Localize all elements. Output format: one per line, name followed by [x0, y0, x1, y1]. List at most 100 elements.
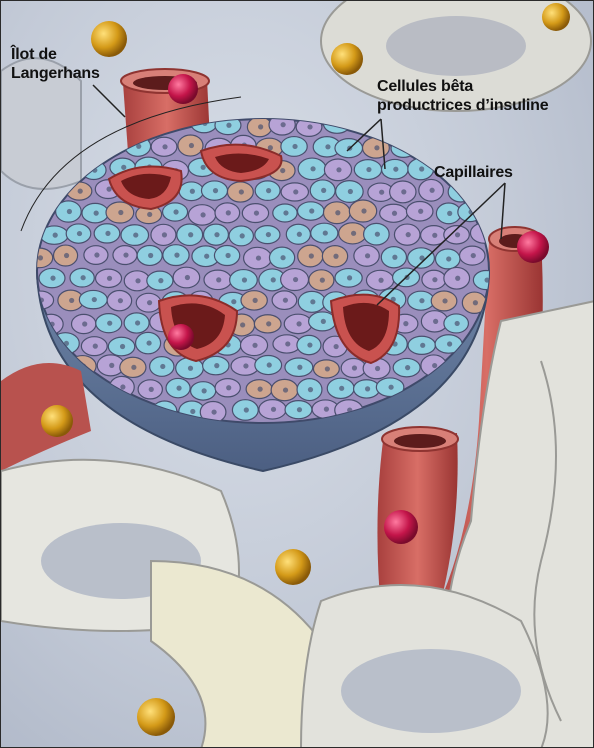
cell-nucleus — [254, 210, 259, 215]
cell-nucleus — [420, 343, 425, 348]
cell-nucleus — [432, 363, 437, 368]
cell-nucleus — [204, 254, 209, 259]
cell-nucleus — [174, 253, 179, 258]
cell-nucleus — [375, 232, 380, 237]
cell-nucleus — [240, 233, 245, 238]
cell-nucleus — [135, 278, 140, 283]
cell-nucleus — [430, 188, 435, 193]
cell-nucleus — [335, 210, 340, 215]
cell-nucleus — [77, 231, 82, 236]
cell-nucleus — [283, 210, 288, 215]
cell-nucleus — [94, 211, 99, 216]
cell-nucleus — [190, 189, 195, 194]
cell-nucleus — [118, 298, 123, 303]
islet-cell — [323, 114, 350, 133]
cell-nucleus — [256, 255, 261, 260]
cell-nucleus — [67, 209, 72, 214]
cell-nucleus — [231, 299, 236, 304]
cell-nucleus — [106, 187, 111, 192]
cell-nucleus — [459, 189, 464, 194]
cell-nucleus — [297, 232, 302, 237]
cell-nucleus — [455, 321, 460, 326]
cell-nucleus — [271, 277, 276, 282]
cell-nucleus — [365, 386, 370, 391]
cell-nucleus — [388, 385, 393, 390]
cell-nucleus — [81, 275, 86, 280]
cell-nucleus — [392, 211, 397, 216]
islet-cell — [391, 139, 416, 157]
cell-nucleus — [271, 407, 276, 412]
cell-nucleus — [401, 189, 406, 194]
cell-nucleus — [455, 232, 460, 237]
cell-nucleus — [297, 407, 302, 412]
cell-nucleus — [283, 387, 288, 392]
cell-nucleus — [188, 366, 193, 371]
cell-nucleus — [351, 231, 356, 236]
cell-nucleus — [280, 168, 285, 173]
cell-nucleus — [93, 344, 98, 349]
cell-nucleus — [307, 342, 312, 347]
cell-nucleus — [226, 210, 231, 215]
cell-nucleus — [442, 298, 447, 303]
cell-nucleus — [105, 231, 110, 236]
cell-nucleus — [162, 232, 167, 237]
islet-cell — [448, 182, 473, 202]
cell-nucleus — [258, 387, 263, 392]
cell-nucleus — [297, 365, 302, 370]
cell-nucleus — [405, 365, 410, 370]
cell-nucleus — [226, 385, 231, 390]
label-islet-of-langerhans: Îlot de Langerhans — [11, 45, 131, 83]
cell-nucleus — [352, 365, 357, 370]
cell-nucleus — [258, 124, 263, 129]
label-islet-line2: Langerhans — [11, 64, 131, 83]
cell-nucleus — [333, 254, 338, 259]
cell-nucleus — [292, 144, 297, 149]
cell-nucleus — [320, 278, 325, 283]
cell-nucleus — [347, 275, 352, 280]
cell-nucleus — [148, 253, 153, 258]
cell-nucleus — [267, 362, 272, 367]
cell-nucleus — [92, 297, 97, 302]
cell-nucleus — [120, 344, 125, 349]
cell-nucleus — [471, 253, 476, 258]
cell-nucleus — [281, 122, 286, 127]
cell-nucleus — [200, 212, 205, 217]
cell-nucleus — [211, 409, 216, 414]
label-beta-cells: Cellules bêta productrices d’insuline — [377, 77, 592, 115]
cell-nucleus — [447, 341, 452, 346]
cell-nucleus — [213, 188, 218, 193]
cell-nucleus — [321, 319, 326, 324]
cell-nucleus — [225, 253, 230, 258]
cell-nucleus — [446, 256, 451, 261]
cell-nucleus — [365, 253, 370, 258]
cell-nucleus — [307, 124, 312, 129]
cell-nucleus — [82, 321, 87, 326]
cell-nucleus — [336, 167, 341, 172]
cell-nucleus — [393, 167, 398, 172]
islet-leader-line — [93, 85, 125, 117]
cell-nucleus — [325, 144, 330, 149]
cell-nucleus — [78, 189, 83, 194]
cell-nucleus — [242, 277, 247, 282]
cell-nucleus — [240, 322, 245, 327]
cell-nucleus — [392, 255, 397, 260]
cell-nucleus — [176, 386, 181, 391]
cell-nucleus — [325, 366, 330, 371]
cell-nucleus — [335, 121, 340, 126]
cell-nucleus — [432, 277, 437, 282]
label-beta-line2: productrices d’insuline — [377, 96, 592, 115]
cell-nucleus — [160, 364, 165, 369]
cell-nucleus — [202, 388, 207, 393]
cell-nucleus — [133, 232, 138, 237]
cell-nucleus — [321, 188, 326, 193]
cell-nucleus — [447, 211, 452, 216]
cell-nucleus — [149, 387, 154, 392]
cell-nucleus — [402, 146, 407, 151]
cell-nucleus — [239, 189, 244, 194]
cell-nucleus — [243, 363, 248, 368]
cell-nucleus — [266, 321, 271, 326]
cell-nucleus — [38, 255, 43, 260]
cell-nucleus — [64, 253, 69, 258]
cell-nucleus — [418, 209, 423, 214]
cell-nucleus — [147, 300, 152, 305]
